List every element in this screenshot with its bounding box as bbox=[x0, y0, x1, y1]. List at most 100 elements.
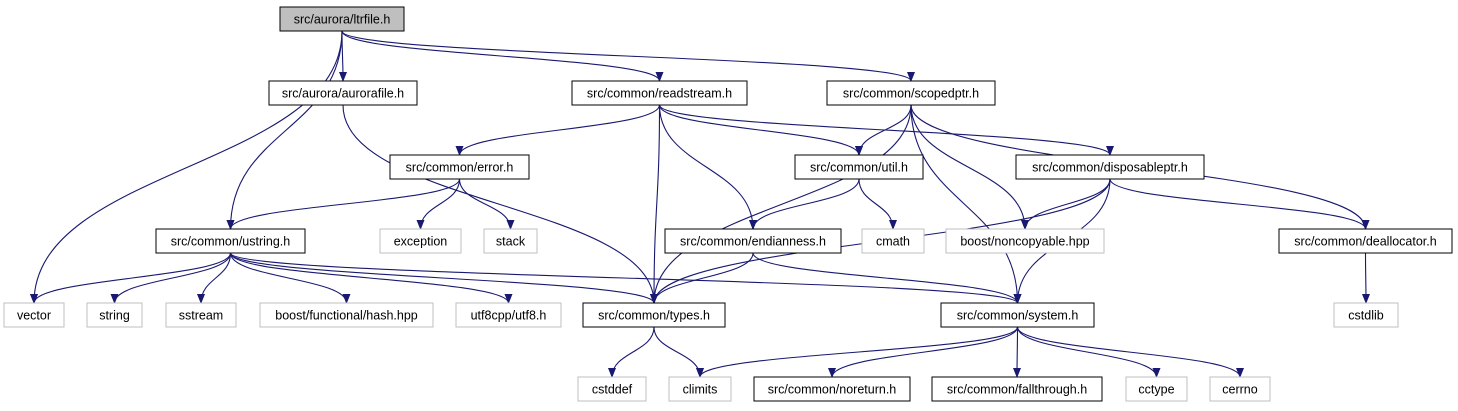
edge-error-to-stack bbox=[458, 178, 515, 230]
node-label-noreturn: src/common/noreturn.h bbox=[768, 383, 897, 397]
edge-ustring-to-string bbox=[110, 252, 232, 304]
edge-ustring-to-hash bbox=[229, 252, 351, 304]
node-label-string: string bbox=[99, 309, 130, 323]
node-label-cctype: cctype bbox=[1138, 383, 1174, 397]
node-box-stack bbox=[483, 228, 538, 254]
node-hash: boost/functional/hash.hpp bbox=[259, 302, 434, 328]
node-box-hash bbox=[259, 302, 434, 328]
edge-system-to-fallthrough bbox=[1013, 326, 1022, 378]
node-exception: exception bbox=[379, 228, 462, 254]
node-noncopyable: boost/noncopyable.hpp bbox=[945, 228, 1105, 254]
node-fallthrough[interactable]: src/common/fallthrough.h bbox=[931, 376, 1103, 402]
edge-ustring-to-sstream bbox=[197, 252, 232, 304]
node-label-hash: boost/functional/hash.hpp bbox=[275, 309, 418, 323]
edge-endianness-to-types bbox=[650, 252, 754, 304]
edge-ustring-to-system bbox=[229, 252, 1022, 304]
node-ustring[interactable]: src/common/ustring.h bbox=[155, 228, 306, 254]
node-box-endianness bbox=[664, 228, 842, 254]
edge-types-to-cstddef bbox=[608, 326, 655, 378]
node-label-system: src/common/system.h bbox=[957, 309, 1079, 323]
node-readstream[interactable]: src/common/readstream.h bbox=[571, 80, 748, 106]
node-string: string bbox=[86, 302, 143, 328]
node-label-exception: exception bbox=[394, 235, 448, 249]
node-box-cerrno bbox=[1209, 376, 1271, 402]
node-box-string bbox=[86, 302, 143, 328]
node-error[interactable]: src/common/error.h bbox=[389, 154, 530, 180]
node-box-cmath bbox=[861, 228, 925, 254]
edge-ustring-to-types bbox=[229, 252, 658, 304]
node-label-climits: climits bbox=[683, 383, 718, 397]
node-stack: stack bbox=[483, 228, 538, 254]
node-box-aurorafile bbox=[268, 80, 418, 106]
edge-util-to-cmath bbox=[858, 178, 897, 230]
node-label-error: src/common/error.h bbox=[406, 161, 514, 175]
node-label-cerrno: cerrno bbox=[1222, 383, 1257, 397]
nodes-layer: src/aurora/ltrfile.h src/aurora/aurorafil… bbox=[3, 6, 1453, 402]
node-noreturn[interactable]: src/common/noreturn.h bbox=[753, 376, 911, 402]
node-label-vector: vector bbox=[17, 309, 51, 323]
node-box-noncopyable bbox=[945, 228, 1105, 254]
edge-scopedptr-to-system bbox=[910, 104, 1022, 304]
node-label-endianness: src/common/endianness.h bbox=[680, 235, 826, 249]
edge-endianness-to-system bbox=[752, 252, 1022, 304]
node-box-cstddef bbox=[577, 376, 647, 402]
node-box-system bbox=[940, 302, 1095, 328]
node-box-vector bbox=[3, 302, 65, 328]
node-box-fallthrough bbox=[931, 376, 1103, 402]
node-box-ustring bbox=[155, 228, 306, 254]
edge-deallocator-to-cstdlib bbox=[1361, 252, 1370, 304]
node-deallocator[interactable]: src/common/deallocator.h bbox=[1278, 228, 1453, 254]
edge-system-to-climits bbox=[696, 326, 1019, 378]
node-box-error bbox=[389, 154, 530, 180]
node-cstddef: cstddef bbox=[577, 376, 647, 402]
node-ltrfile[interactable]: src/aurora/ltrfile.h bbox=[279, 6, 405, 32]
node-disposableptr[interactable]: src/common/disposableptr.h bbox=[1015, 154, 1205, 180]
node-label-deallocator: src/common/deallocator.h bbox=[1294, 235, 1436, 249]
node-system[interactable]: src/common/system.h bbox=[940, 302, 1095, 328]
node-label-utf8: utf8cpp/utf8.h bbox=[471, 309, 547, 323]
edge-disposableptr-to-deallocator bbox=[1109, 178, 1370, 230]
node-endianness[interactable]: src/common/endianness.h bbox=[664, 228, 842, 254]
edge-ltrfile-to-aurorafile bbox=[338, 30, 347, 82]
node-box-scopedptr bbox=[826, 80, 996, 106]
node-box-deallocator bbox=[1278, 228, 1453, 254]
node-box-climits bbox=[668, 376, 732, 402]
node-scopedptr[interactable]: src/common/scopedptr.h bbox=[826, 80, 996, 106]
edge-readstream-to-types bbox=[650, 104, 661, 304]
node-box-exception bbox=[379, 228, 462, 254]
node-box-types bbox=[582, 302, 726, 328]
node-label-types: src/common/types.h bbox=[598, 309, 710, 323]
edge-ltrfile-to-scopedptr bbox=[341, 30, 915, 82]
node-label-cmath: cmath bbox=[876, 235, 910, 249]
node-box-readstream bbox=[571, 80, 748, 106]
edge-error-to-exception bbox=[416, 178, 461, 230]
node-box-util bbox=[794, 154, 924, 180]
node-box-cctype bbox=[1125, 376, 1188, 402]
edge-ltrfile-to-readstream bbox=[341, 30, 664, 82]
node-cerrno: cerrno bbox=[1209, 376, 1271, 402]
edge-scopedptr-to-noncopyable bbox=[910, 104, 1029, 230]
edge-readstream-to-util bbox=[658, 104, 863, 156]
edge-scopedptr-to-util bbox=[855, 104, 912, 156]
edge-readstream-to-endianness bbox=[658, 104, 757, 230]
node-util[interactable]: src/common/util.h bbox=[794, 154, 924, 180]
edge-util-to-endianness bbox=[749, 178, 860, 230]
edge-types-to-climits bbox=[653, 326, 704, 378]
node-box-disposableptr bbox=[1015, 154, 1205, 180]
node-label-aurorafile: src/aurora/aurorafile.h bbox=[282, 87, 404, 101]
node-cstdlib: cstdlib bbox=[1333, 302, 1399, 328]
node-aurorafile[interactable]: src/aurora/aurorafile.h bbox=[268, 80, 418, 106]
node-types[interactable]: src/common/types.h bbox=[582, 302, 726, 328]
edge-disposableptr-to-noncopyable bbox=[1021, 178, 1111, 230]
node-label-scopedptr: src/common/scopedptr.h bbox=[843, 87, 979, 101]
node-label-ustring: src/common/ustring.h bbox=[171, 235, 291, 249]
node-sstream: sstream bbox=[165, 302, 237, 328]
edge-ltrfile-to-vector bbox=[30, 30, 343, 304]
edge-ltrfile-to-ustring bbox=[226, 30, 343, 230]
edge-ustring-to-utf8 bbox=[229, 252, 513, 304]
node-label-fallthrough: src/common/fallthrough.h bbox=[947, 383, 1087, 397]
node-label-stack: stack bbox=[496, 235, 526, 249]
edge-ustring-to-vector bbox=[30, 252, 232, 304]
node-utf8: utf8cpp/utf8.h bbox=[455, 302, 562, 328]
node-climits: climits bbox=[668, 376, 732, 402]
